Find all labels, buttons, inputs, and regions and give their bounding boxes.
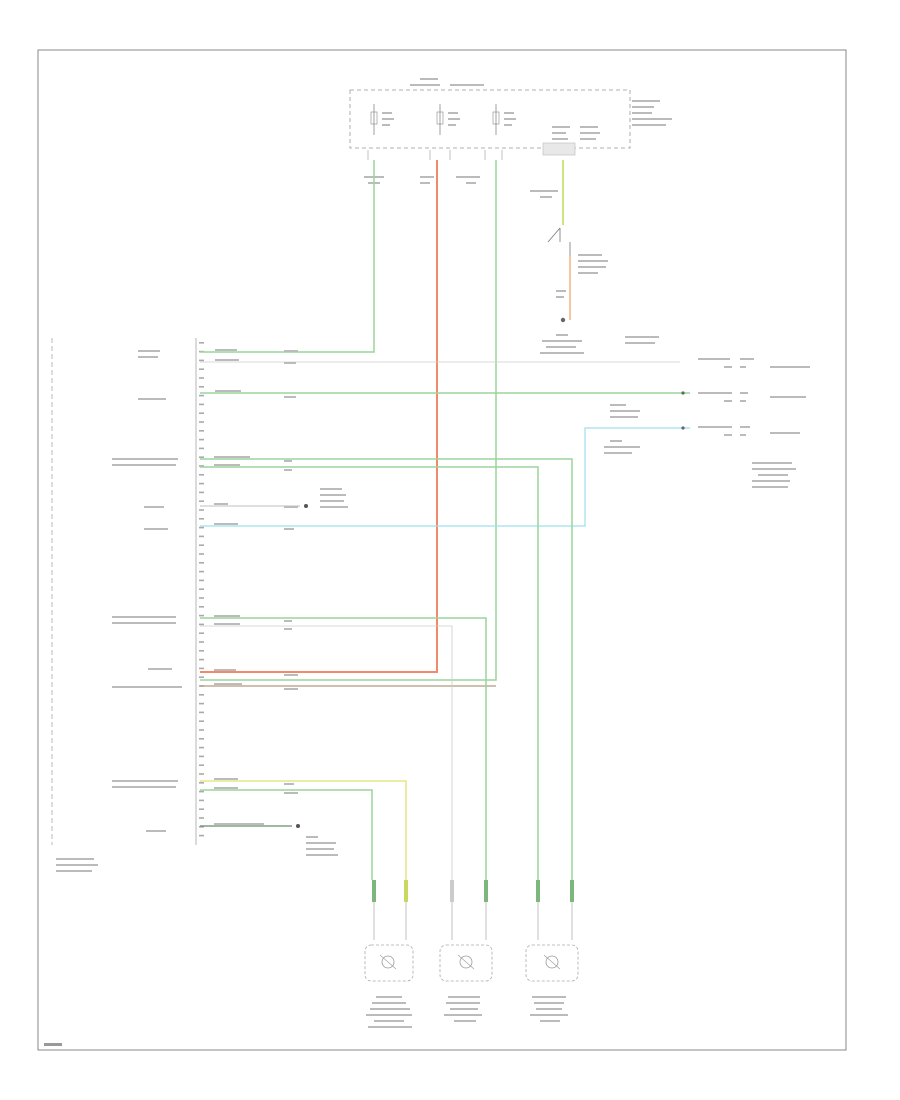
rear-wheel-speed-sensor — [364, 880, 414, 982]
pin-tick — [199, 553, 204, 555]
right-front-wheel-speed-sensor — [439, 880, 493, 982]
sensor-icon — [543, 954, 561, 970]
abs-module-connector — [51, 338, 204, 872]
pin-tick — [199, 729, 204, 731]
connector-pin-icon — [681, 391, 685, 395]
diagram-border — [37, 49, 847, 1051]
pin-tick — [199, 491, 204, 494]
pin-tick — [199, 465, 204, 467]
wire-power-red — [200, 160, 438, 673]
pin-tick — [199, 597, 204, 599]
pin-tick — [199, 702, 204, 705]
wire-rf-signal-gray — [200, 625, 453, 880]
pin-tick — [199, 544, 204, 546]
pin-tick — [199, 606, 204, 608]
fuse-3 — [492, 104, 500, 135]
wire-lf-supply-green — [200, 458, 573, 880]
pin-tick — [199, 447, 204, 450]
pin-tick — [199, 667, 204, 670]
pin-tick — [199, 650, 204, 652]
pin-tick — [199, 526, 204, 529]
pin-tick — [199, 518, 204, 520]
pin-tick — [199, 386, 204, 388]
sensor-icon — [457, 954, 475, 970]
pin-tick — [199, 817, 204, 819]
pin-tick — [199, 570, 204, 573]
pin-tick — [199, 412, 204, 414]
left-front-wheel-speed-sensor — [525, 880, 579, 982]
pin-tick — [199, 368, 204, 370]
pin-tick — [199, 394, 204, 397]
wires — [200, 160, 690, 880]
pin-tick — [199, 746, 204, 749]
brake-switch-block — [540, 142, 608, 354]
pin-tick — [199, 764, 204, 766]
pin-tick — [199, 579, 204, 582]
wire-lf-signal-green — [200, 466, 539, 880]
pin-tick — [199, 342, 204, 344]
pin-tick — [199, 562, 204, 564]
pin-tick — [199, 658, 204, 661]
pin-tick — [199, 632, 204, 634]
pin-tick — [199, 790, 204, 793]
power-distribution-box — [349, 78, 672, 198]
pin-tick — [199, 808, 204, 810]
pin-tick — [199, 456, 204, 458]
pin-tick — [199, 588, 204, 590]
pin-tick — [199, 826, 204, 828]
page-id-mark — [44, 1043, 62, 1046]
pin-tick — [199, 720, 204, 722]
wire-rear-signal-yellow — [200, 780, 407, 880]
pin-tick — [199, 834, 204, 837]
pin-tick — [199, 614, 204, 617]
wire-fused-b-plus-green — [200, 160, 375, 353]
pin-tick — [199, 430, 204, 432]
pin-tick — [199, 782, 204, 784]
sensor-icon — [379, 954, 397, 970]
pin-tick — [199, 509, 204, 511]
wire-can-cyan — [200, 427, 690, 527]
fuse-2 — [436, 104, 444, 135]
pin-tick — [199, 421, 204, 423]
pin-tick — [199, 755, 204, 758]
switch-icon — [547, 227, 571, 256]
pin-tick — [199, 694, 204, 696]
pin-tick — [199, 377, 204, 379]
wire-fuse3-green — [200, 160, 497, 681]
pin-tick — [199, 359, 204, 362]
wire-rear-supply-green — [200, 789, 373, 880]
pin-tick — [199, 474, 204, 476]
pin-tick — [199, 535, 204, 538]
pin-tick — [199, 482, 204, 485]
pin-tick — [199, 438, 204, 441]
pin-tick — [199, 773, 204, 775]
pin-tick — [199, 641, 204, 643]
connector-pin-icon — [681, 426, 685, 430]
right-connectors — [604, 336, 810, 488]
pin-tick — [199, 738, 204, 740]
pin-tick — [199, 500, 204, 502]
pin-tick — [199, 623, 204, 626]
pin-tick — [199, 711, 204, 714]
wire-rf-supply-green — [200, 617, 487, 880]
pin-tick — [199, 403, 204, 406]
pin-tick — [199, 676, 204, 678]
ground-point-icon — [560, 317, 566, 323]
pin-tick — [199, 799, 204, 802]
ground-icon — [296, 824, 300, 828]
fuse-1 — [370, 104, 378, 135]
ground-icon — [304, 504, 308, 508]
